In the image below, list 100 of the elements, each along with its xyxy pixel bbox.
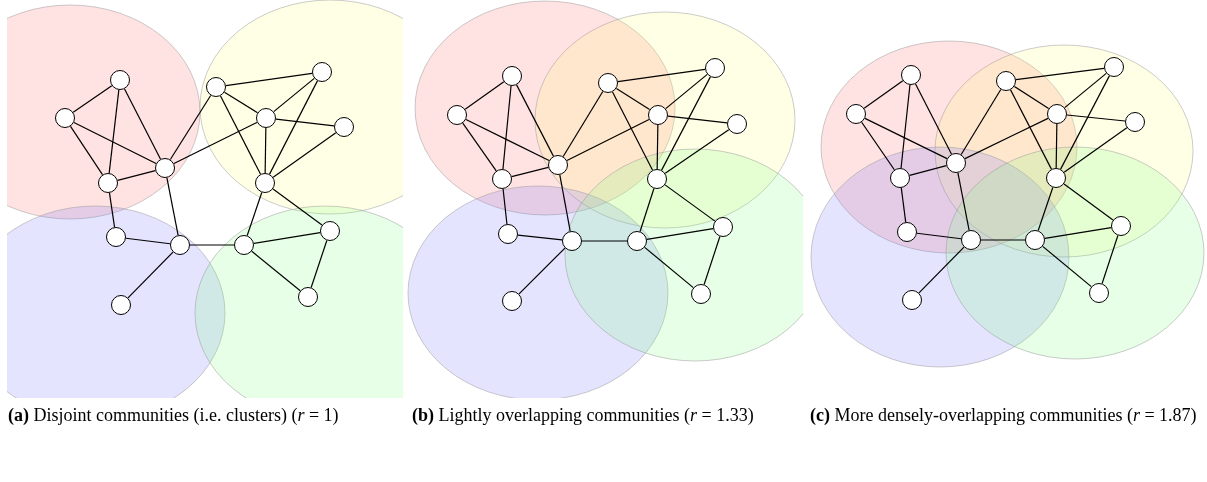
graph-edge: [1044, 227, 1112, 239]
graph-edge: [117, 169, 156, 182]
graph-vertex: [1111, 216, 1131, 236]
graph-edge: [502, 85, 512, 170]
figure-caption: (c) More densely-overlapping communities (r = 1.87): [810, 404, 1198, 426]
graph-edge: [656, 124, 659, 170]
graph-edge: [1042, 245, 1092, 288]
graph-edge: [918, 246, 965, 294]
graph-edge: [225, 72, 313, 87]
graph-vertex: [946, 153, 966, 173]
graph-edge: [566, 118, 650, 162]
graph-edge: [1063, 127, 1128, 173]
graph-edge: [166, 177, 179, 236]
graph-edge: [223, 91, 259, 114]
graph-edge: [264, 127, 267, 174]
graph-vertex: [312, 62, 332, 82]
graph-edge: [127, 251, 174, 299]
graph-vertex: [1125, 112, 1145, 132]
graph-edge: [1037, 186, 1054, 232]
graph-vertex: [55, 108, 75, 128]
graph-edge: [900, 84, 911, 169]
graph-vertex: [502, 66, 522, 86]
graph-vertex: [256, 108, 276, 128]
graph-vertex: [1047, 104, 1067, 124]
graph-vertex: [902, 290, 922, 310]
graph-edge: [464, 81, 505, 110]
graph-edge: [1015, 67, 1105, 81]
graph-vertex: [1025, 230, 1045, 250]
graph-edge: [559, 174, 571, 232]
graph-vertex: [890, 168, 910, 188]
graph-vertex: [255, 173, 275, 193]
graph-edge: [1064, 72, 1107, 109]
graph-edge: [665, 73, 708, 110]
graph-edge: [914, 83, 953, 155]
graph-edge: [661, 76, 711, 171]
graph-edge: [960, 88, 1002, 156]
graph-vertex: [1104, 57, 1124, 77]
graph-edge: [123, 88, 162, 160]
graph-edge: [639, 187, 655, 233]
graph-vertex: [705, 58, 725, 78]
graph-edge: [1066, 114, 1126, 122]
graph-vertex: [170, 235, 190, 255]
graph-vertex: [298, 287, 318, 307]
graph-edge: [664, 184, 716, 222]
graph-vertex: [1046, 168, 1066, 188]
graph-edge: [253, 232, 321, 244]
graph-edge: [1055, 123, 1058, 169]
graph-edge: [268, 80, 319, 175]
graph-vertex: [727, 114, 747, 134]
graph-edge: [69, 125, 104, 176]
graph-vertex: [334, 117, 354, 137]
graph-edge: [273, 77, 315, 113]
graph-vertex: [234, 235, 254, 255]
graph-edge: [310, 239, 328, 289]
graph-edge: [517, 234, 563, 241]
graph-vertex: [548, 155, 568, 175]
graph-vertex: [627, 231, 647, 251]
graph-edge: [1010, 89, 1052, 170]
graph-vertex: [155, 158, 175, 178]
graph-edge: [900, 187, 907, 223]
graph-vertex: [98, 173, 118, 193]
graph-edge: [957, 172, 970, 231]
graph-edge: [1060, 75, 1110, 170]
graph-vertex: [447, 105, 467, 125]
graph-vertex: [111, 295, 131, 315]
graph-vertex: [492, 169, 512, 189]
graph-vertex: [961, 230, 981, 250]
graph-edge: [272, 188, 323, 226]
graph-edge: [611, 91, 654, 171]
graph-vertex: [996, 71, 1016, 91]
graph-edge: [1013, 85, 1050, 110]
graph-edge: [502, 188, 508, 225]
graph-vertex: [1089, 283, 1109, 303]
figure-caption: (b) Lightly overlapping communities (r = 1.33): [412, 404, 755, 426]
graph-vertex: [110, 70, 130, 90]
graph-edge: [1063, 183, 1114, 221]
graph-edge: [219, 95, 262, 175]
graph-edge: [251, 250, 301, 292]
graph-edge: [272, 132, 337, 178]
graph-edge: [615, 87, 651, 111]
graph-edge: [964, 117, 1049, 160]
graph-vertex: [897, 222, 917, 242]
graph-edge: [617, 68, 706, 83]
graph-edge: [916, 232, 962, 240]
graph-vertex: [502, 291, 522, 311]
graph-vertex: [713, 217, 733, 237]
graph-edge: [189, 244, 235, 246]
graph-edge: [646, 228, 714, 240]
graph-edge: [246, 191, 263, 237]
graph-edge: [863, 80, 904, 109]
graph-edge: [518, 247, 566, 295]
graph-edge: [73, 121, 157, 165]
graph-vertex: [106, 227, 126, 247]
graph-edge: [864, 117, 948, 160]
graph-edge: [667, 115, 728, 124]
graph-vertex: [498, 224, 518, 244]
graph-edge: [275, 118, 335, 127]
figure-caption: (a) Disjoint communities (i.e. clusters) (r = 1): [8, 404, 340, 426]
graph-vertex: [846, 104, 866, 124]
graph-edge: [644, 246, 694, 289]
